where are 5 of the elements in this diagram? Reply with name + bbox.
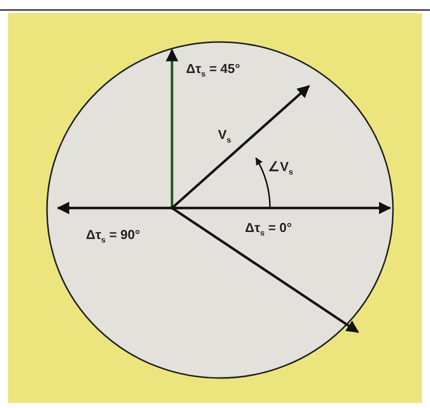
angle-label: Δτ$_{s}$ = 0° xyxy=(245,221,292,238)
angle-label: ∠V$_{s}$ xyxy=(268,160,294,177)
angle-label: Δτ$_{s}$ = 45° xyxy=(186,62,240,79)
angle-label: V$_{s}$ xyxy=(218,128,232,145)
angle-label: Δτ$_{s}$ = 90° xyxy=(86,228,140,245)
